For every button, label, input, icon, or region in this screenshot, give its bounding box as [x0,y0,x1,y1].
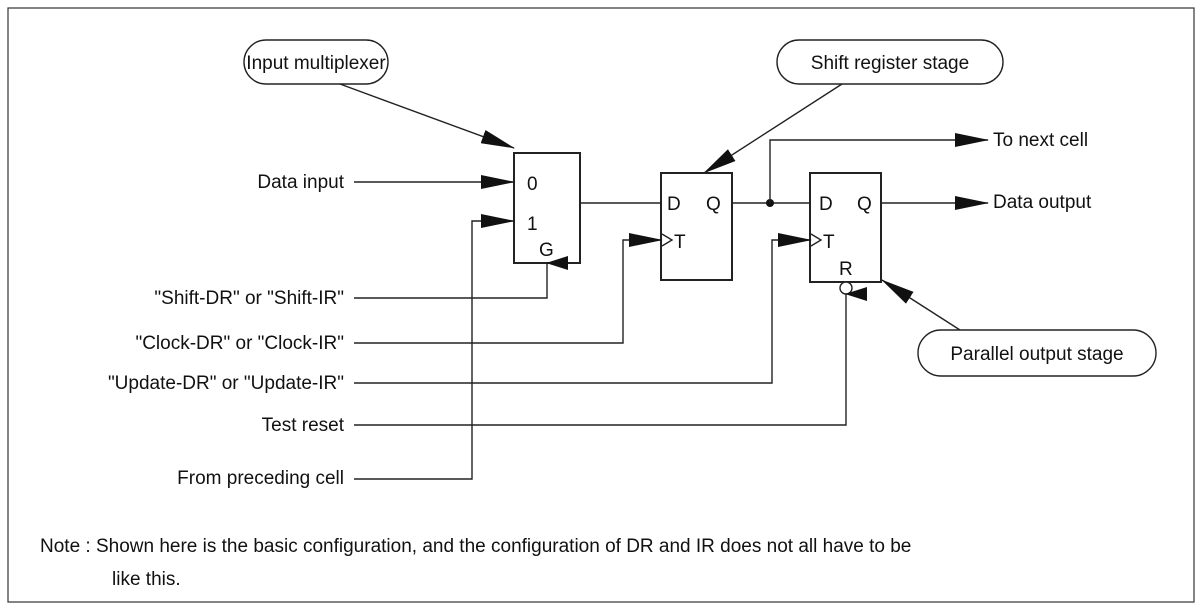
label-update-signal: "Update-DR" or "Update-IR" [108,373,344,394]
label-data-input: Data input [257,172,344,193]
ff2-pin-r: R [839,259,853,280]
ff2-clock-triangle [810,233,823,247]
label-clock-signal: "Clock-DR" or "Clock-IR" [135,333,344,354]
diagram-frame [7,7,1195,603]
callout-input-multiplexer-label: Input multiplexer [246,53,386,74]
ff1-pin-q: Q [706,194,721,215]
ff2-reset-inversion-bubble [839,281,853,295]
wire-from-preceding-cell [354,214,515,480]
mux-pin-0: 0 [527,174,538,195]
input-multiplexer: 0 1 G [513,152,581,264]
shift-register-flip-flop: D Q T [660,172,733,281]
wire-test-reset [354,287,867,426]
wire-shift-signal [354,256,568,299]
wire-update-signal [354,233,812,384]
mux-pin-1: 1 [527,214,538,235]
label-shift-signal: "Shift-DR" or "Shift-IR" [154,288,344,309]
ff2-pin-q: Q [857,194,872,215]
ff1-pin-d: D [667,194,681,215]
callout-parallel-output-stage: Parallel output stage [881,279,1157,377]
parallel-output-flip-flop: D Q T R [809,172,882,295]
callout-shift-register-stage-label: Shift register stage [811,53,969,74]
wires [354,133,989,480]
ff2-pin-d: D [819,194,833,215]
ff1-clock-triangle [661,233,674,247]
mux-pin-g: G [539,240,554,261]
callout-parallel-output-stage-label: Parallel output stage [950,344,1123,365]
note-line-2: like this. [112,569,181,590]
note-line-1: Note : Shown here is the basic configura… [40,536,911,557]
ff1-pin-t: T [674,232,686,253]
label-to-next-cell: To next cell [993,130,1088,151]
callout-shift-register-stage: Shift register stage [703,39,1004,174]
label-from-preceding-cell: From preceding cell [177,468,344,489]
label-data-output: Data output [993,192,1092,213]
ff2-pin-t: T [823,232,835,253]
wire-to-next-cell [769,133,989,203]
label-test-reset: Test reset [262,415,345,436]
callout-input-multiplexer: Input multiplexer [243,39,515,149]
wire-clock-signal [354,233,663,344]
